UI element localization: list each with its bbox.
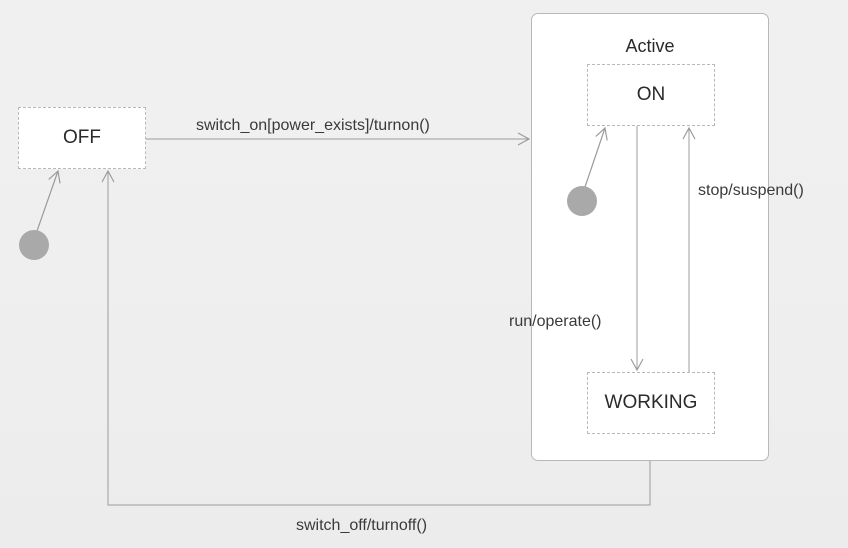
transition-label-run: run/operate(): [509, 313, 602, 330]
transition-label-stop: stop/suspend(): [698, 182, 804, 199]
state-working[interactable]: WORKING: [587, 372, 715, 434]
state-on-label: ON: [636, 84, 666, 105]
edge-initial-on: [584, 126, 608, 188]
initial-node-active[interactable]: [567, 186, 597, 216]
state-off-label: OFF: [63, 127, 101, 148]
edge-initial-off: [36, 169, 61, 232]
state-on[interactable]: ON: [587, 64, 715, 126]
transition-label-switch-on: switch_on[power_exists]/turnon(): [196, 117, 430, 134]
state-working-label: WORKING: [604, 392, 698, 413]
active-state-title: Active: [625, 36, 675, 56]
transition-label-switch-off: switch_off/turnoff(): [296, 517, 428, 534]
state-off[interactable]: OFF: [18, 107, 146, 169]
initial-node-off[interactable]: [19, 230, 49, 260]
edge-switch-off: [101, 169, 651, 506]
